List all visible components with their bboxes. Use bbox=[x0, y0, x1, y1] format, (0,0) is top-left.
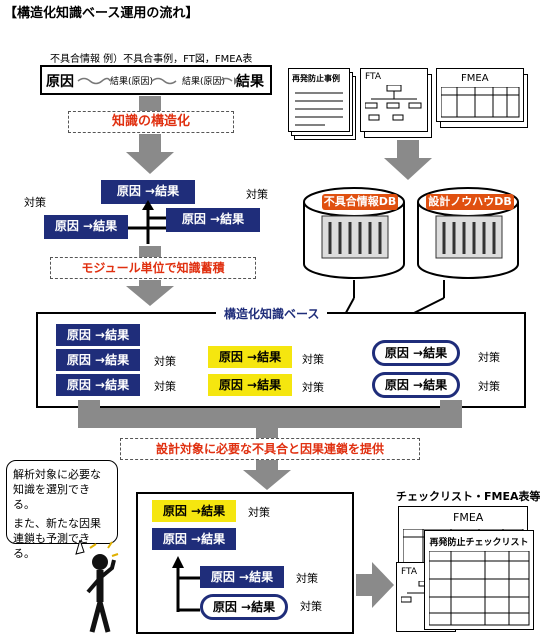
arrow-shaft-2 bbox=[139, 134, 161, 154]
fmea-output-title: FMEA bbox=[453, 511, 484, 524]
fmea-grid bbox=[441, 87, 520, 118]
arrow-right-icon bbox=[372, 562, 394, 608]
wavy-arrows bbox=[77, 77, 238, 85]
kb-node-oval: 原因 →結果 bbox=[372, 340, 460, 366]
arrow-down-icon bbox=[243, 470, 291, 490]
output-node-oval: 原因 →結果 bbox=[200, 594, 288, 620]
chain-effect: 結果 bbox=[236, 74, 264, 90]
checklist-caption: チェックリスト・FMEA表等 bbox=[396, 490, 540, 503]
kb-output-stub-right bbox=[440, 400, 462, 410]
measure-label: 対策 bbox=[478, 380, 500, 393]
kb-output-stub-left bbox=[78, 400, 100, 410]
measure-label: 対策 bbox=[24, 196, 46, 209]
arrow-shaft-8 bbox=[356, 574, 374, 596]
page-title: 【構造化知識ベース運用の流れ】 bbox=[4, 6, 199, 21]
measure-label: 対策 bbox=[246, 188, 268, 201]
measure-label: 対策 bbox=[302, 353, 324, 366]
measure-label: 対策 bbox=[478, 351, 500, 364]
cause-chain-box: 原因 結果(原因) 結果(原因) 結果 bbox=[40, 65, 272, 95]
fmea-doc-title: FMEA bbox=[461, 73, 489, 84]
output-node-yellow: 原因 →結果 bbox=[152, 500, 236, 522]
speech-bubble: 解析対象に必要な知識を選別できる。 また、新たな因果連鎖も予測できる。 bbox=[6, 460, 118, 560]
arrow-shaft-4 bbox=[139, 246, 161, 260]
provide-label: 設計対象に必要な不具合と因果連鎖を提供 bbox=[120, 438, 420, 460]
measure-label: 対策 bbox=[154, 355, 176, 368]
chain-node-right: 原因 →結果 bbox=[166, 208, 260, 232]
arrow-shaft-6 bbox=[256, 426, 278, 440]
knowhow-db-label: 設計ノウハウDB bbox=[426, 194, 514, 210]
structuring-label: 知識の構造化 bbox=[68, 111, 234, 133]
fta-doc-title: FTA bbox=[365, 72, 381, 82]
arrow-down-icon bbox=[126, 152, 174, 174]
kb-node-oval: 原因 →結果 bbox=[372, 372, 460, 398]
kb-node-yellow: 原因 →結果 bbox=[208, 374, 292, 396]
arrow-down-icon bbox=[384, 158, 432, 180]
recurrence-doc-title: 再発防止事例 bbox=[292, 74, 340, 83]
arrow-shaft-3 bbox=[397, 140, 419, 160]
kb-node: 原因 →結果 bbox=[56, 324, 140, 346]
output-node-navy-2: 原因 →結果 bbox=[200, 566, 284, 588]
kb-node-yellow: 原因 →結果 bbox=[208, 346, 292, 368]
fta-output-title: FTA bbox=[401, 567, 417, 577]
recurrence-checklist-title: 再発防止チェックリスト bbox=[429, 538, 529, 548]
module-label: モジュール単位で知識蓄積 bbox=[50, 257, 256, 279]
chain-cause: 原因 bbox=[46, 74, 74, 90]
arrow-shaft-5 bbox=[139, 280, 161, 288]
knowledge-base-title: 構造化知識ベース bbox=[216, 305, 328, 322]
recurrence-doc-stack: 再発防止事例 bbox=[288, 68, 356, 140]
measure-label: 対策 bbox=[296, 572, 318, 585]
kb-node: 原因 →結果 bbox=[56, 374, 140, 396]
bubble-line-2: また、新たな因果連鎖も予測できる。 bbox=[13, 517, 101, 560]
arrow-shaft-7 bbox=[256, 460, 278, 472]
fta-tree bbox=[365, 85, 422, 121]
person-figure-icon bbox=[75, 540, 119, 633]
defect-db-label: 不具合情報DB bbox=[322, 194, 398, 210]
chain-connector bbox=[128, 200, 166, 244]
chain-mid-2: 結果(原因) bbox=[182, 77, 226, 87]
defect-info-header: 不具合情報 例）不具合事例，FT図，FMEA表 bbox=[50, 54, 253, 65]
bubble-line-1: 解析対象に必要な知識を選別できる。 bbox=[13, 468, 101, 511]
recurrence-checklist-doc: 再発防止チェックリスト bbox=[424, 530, 534, 630]
chain-mid-1: 結果(原因) bbox=[110, 77, 154, 87]
measure-label: 対策 bbox=[154, 380, 176, 393]
arrow-down-icon bbox=[126, 286, 174, 306]
doc-lines bbox=[295, 92, 343, 126]
measure-label: 対策 bbox=[302, 381, 324, 394]
output-connector bbox=[172, 556, 200, 612]
kb-output-band bbox=[78, 408, 462, 428]
fta-doc: FTA bbox=[360, 68, 432, 138]
kb-node: 原因 →結果 bbox=[56, 349, 140, 371]
output-node-navy: 原因 →結果 bbox=[152, 528, 236, 550]
checklist-grid bbox=[429, 551, 530, 626]
fmea-doc: FMEA bbox=[436, 68, 530, 130]
measure-label: 対策 bbox=[248, 506, 270, 519]
chain-node-left: 原因 →結果 bbox=[44, 215, 128, 239]
measure-label: 対策 bbox=[300, 600, 322, 613]
